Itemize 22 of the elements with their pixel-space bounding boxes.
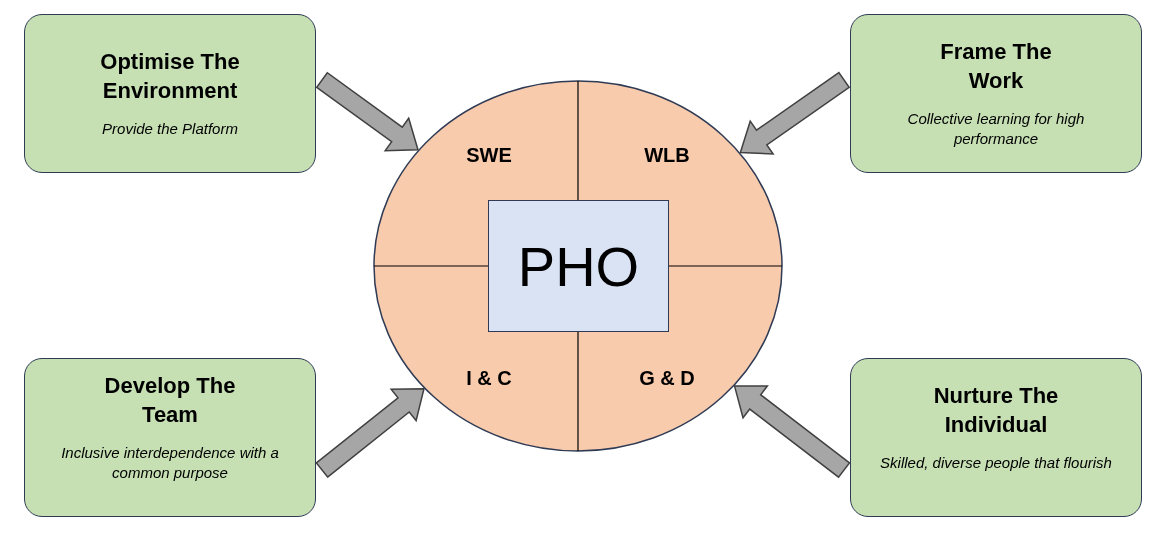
quadrant-label: SWE	[466, 143, 512, 167]
goal-card	[24, 14, 316, 173]
goal-card	[24, 358, 316, 517]
goal-card	[850, 358, 1142, 517]
card-description: Skilled, diverse people that flourish	[880, 453, 1112, 473]
quadrant-label: I & C	[466, 366, 512, 390]
card-description: Collective learning for high performance	[906, 109, 1086, 149]
card-description: Inclusive interdependence with a common purpose	[60, 443, 280, 483]
block-arrow	[733, 385, 851, 479]
goal-card	[850, 14, 1142, 173]
center-box	[488, 200, 669, 332]
card-heading: Optimise The Environment	[99, 48, 241, 105]
card-heading: Nurture The Individual	[932, 382, 1060, 439]
quadrant-label: WLB	[644, 143, 690, 167]
block-arrow	[315, 387, 425, 479]
quadrant-label: G & D	[639, 366, 695, 390]
center-label: PHO	[517, 233, 640, 299]
card-heading: Frame The Work	[939, 38, 1053, 95]
card-heading: Develop The Team	[103, 372, 237, 429]
card-description: Provide the Platform	[102, 119, 238, 139]
block-arrow	[315, 71, 419, 152]
block-arrow	[739, 71, 851, 155]
